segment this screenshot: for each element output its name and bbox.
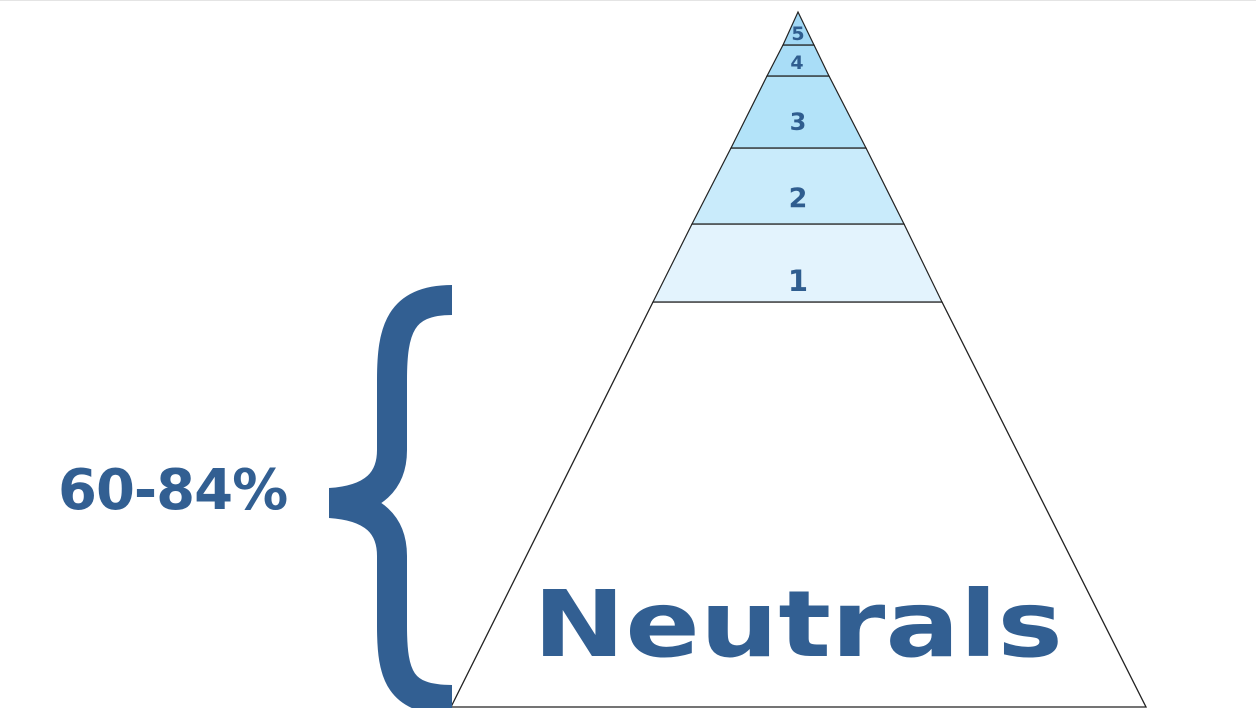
percent-range-label: 60-84%: [58, 458, 288, 523]
top-border: [0, 0, 1256, 1]
tier-1-label: 1: [788, 264, 808, 298]
curly-brace: [328, 285, 453, 708]
neutrals-label: Neutrals: [533, 571, 1063, 678]
tier-3-label: 3: [790, 108, 807, 136]
tier-5-label: 5: [791, 23, 804, 45]
tier-5-band: [782, 10, 815, 46]
tier-2-label: 2: [789, 183, 808, 214]
tier-4-label: 4: [790, 52, 803, 74]
